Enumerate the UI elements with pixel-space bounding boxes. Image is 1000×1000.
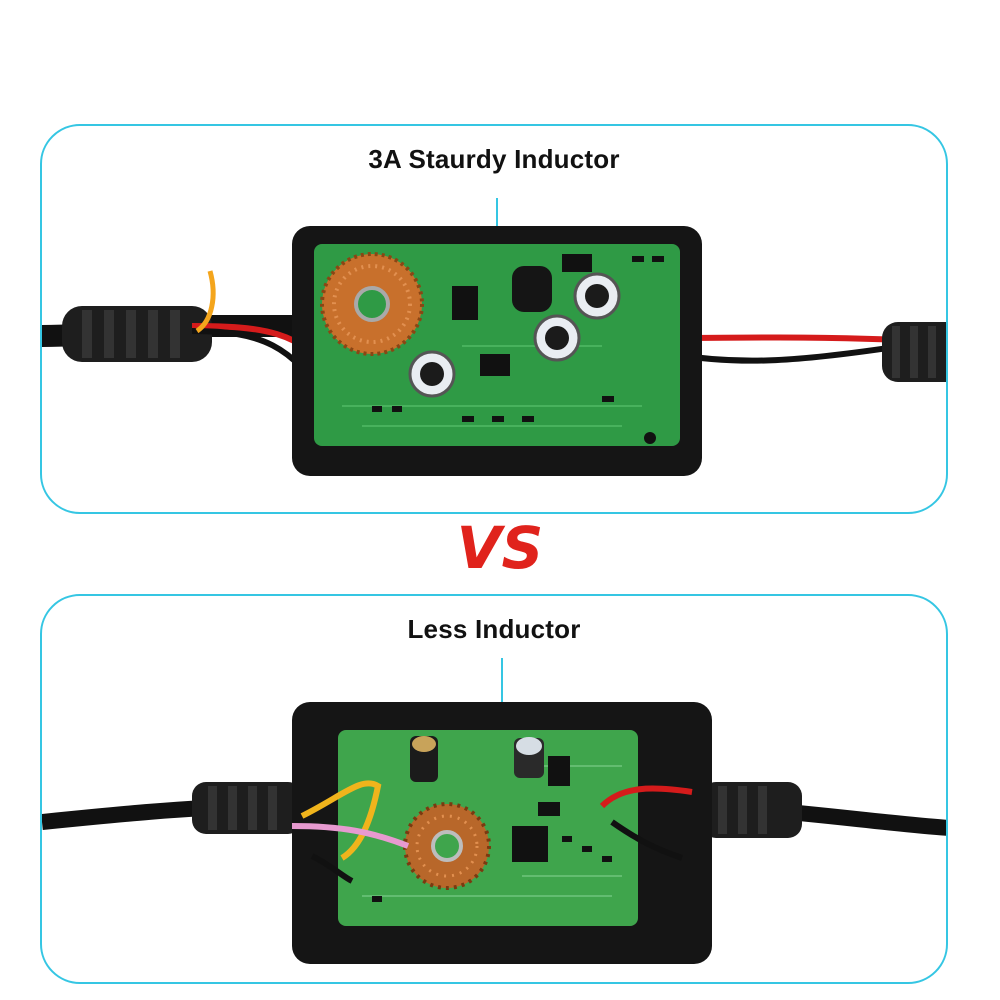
bottom-product-photo <box>42 658 946 964</box>
bottom-left-strain-relief <box>192 782 302 834</box>
bottom-ic <box>512 826 548 862</box>
bottom-red-wire <box>599 785 693 809</box>
top-comparison-panel: 3A Staurdy Inductor <box>40 124 948 514</box>
bottom-capacitors <box>410 736 544 782</box>
vs-text: VS <box>457 514 544 582</box>
top-product-photo <box>42 198 946 476</box>
black-wire-right <box>671 343 903 364</box>
top-capacitors <box>408 272 621 398</box>
top-caption: 3A Staurdy Inductor <box>368 144 620 174</box>
bottom-yellow-wire <box>300 780 382 861</box>
bottom-toroid-inductor <box>403 802 491 890</box>
yellow-wire <box>195 270 216 334</box>
red-wire-right <box>671 334 903 343</box>
top-ic <box>480 354 510 376</box>
vs-label: VS <box>457 514 544 582</box>
left-strain-relief <box>62 306 212 362</box>
top-choke <box>512 266 552 312</box>
bottom-comparison-panel: Less Inductor <box>40 594 948 984</box>
top-toroid-inductor <box>320 252 424 356</box>
bottom-caption: Less Inductor <box>407 614 581 644</box>
bottom-pink-wire <box>291 823 410 849</box>
right-strain-relief <box>882 322 946 382</box>
bottom-black-wire <box>610 819 683 861</box>
bottom-right-strain-relief <box>702 782 802 838</box>
